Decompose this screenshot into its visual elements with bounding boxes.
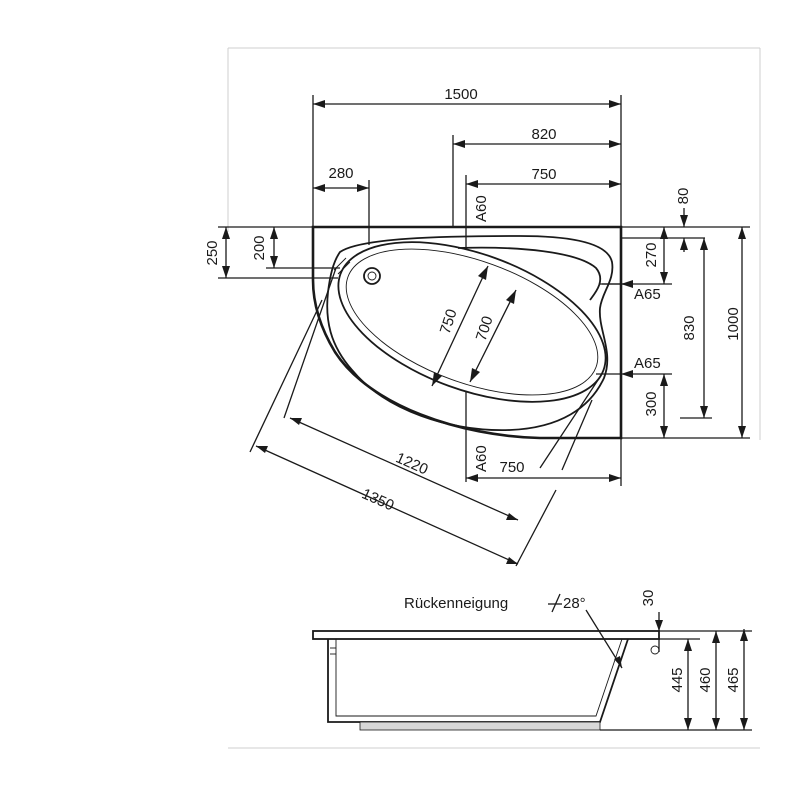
dim-250-label: 250 <box>204 240 221 265</box>
angle-icon <box>548 593 562 613</box>
headrest-contour <box>457 246 602 301</box>
tub-outer-outline <box>311 225 623 440</box>
dim-465-label: 465 <box>725 667 742 692</box>
dim-445: 445 <box>669 639 692 730</box>
dim-1500-label: 1500 <box>444 86 477 103</box>
basin-inner-line <box>345 248 599 396</box>
dim-basin-700-label: 700 <box>473 314 497 343</box>
side-body-inner <box>335 638 623 717</box>
dim-750-bottom-label: 750 <box>499 459 524 476</box>
dim-80: 80 <box>621 188 750 252</box>
dim-200-label: 200 <box>251 235 268 260</box>
basin-outline <box>337 241 607 403</box>
dim-30-label: 30 <box>640 590 657 607</box>
drain-inner <box>367 271 377 281</box>
dim-basin-750: 750 <box>431 265 489 387</box>
dim-basin-750-label: 750 <box>437 307 461 336</box>
drain-icon <box>363 267 381 285</box>
tub-inner-rim <box>326 235 614 431</box>
side-rim <box>312 630 660 640</box>
marker-a60-top-label: A60 <box>473 195 490 222</box>
dim-1220-label: 1220 <box>393 449 430 478</box>
marker-a60-bottom-label: A60 <box>473 445 490 472</box>
marker-a65-bottom: A65 <box>621 355 661 378</box>
dim-280-label: 280 <box>328 165 353 182</box>
dim-1000-label: 1000 <box>725 307 742 340</box>
dim-465: 465 <box>725 629 748 730</box>
marker-a60-top: A60 <box>473 195 490 222</box>
dim-1000: 1000 <box>621 227 750 439</box>
dim-200: 200 <box>251 227 340 269</box>
sheet-frame <box>227 47 761 749</box>
dim-300-label: 300 <box>643 391 660 416</box>
dim-30: 30 <box>640 590 663 652</box>
plan-view: 1500 820 750 A60 280 <box>204 86 750 567</box>
dim-270: 270 <box>602 227 672 285</box>
dim-750-top: 750 <box>465 166 621 248</box>
dim-750-bottom: 750 <box>465 392 622 486</box>
dim-1350-label: 1350 <box>359 485 396 514</box>
back-slope-label: Rückenneigung <box>404 595 508 612</box>
dim-overall-width: 1500 <box>312 86 622 227</box>
dim-80-label: 80 <box>675 188 692 205</box>
dim-1350: 1350 <box>249 299 593 567</box>
dim-basin-700: 700 <box>469 289 517 383</box>
marker-a65-bottom-label: A65 <box>634 355 661 372</box>
dim-820-label: 820 <box>531 126 556 143</box>
dim-460: 460 <box>697 631 720 730</box>
marker-a60-bottom: A60 <box>473 445 490 472</box>
dim-830: 830 <box>680 238 712 419</box>
dim-280: 280 <box>313 165 370 245</box>
marker-a65-top-label: A65 <box>634 286 661 303</box>
marker-a65-top: A65 <box>600 280 661 303</box>
side-base <box>359 721 601 731</box>
side-body <box>327 638 629 723</box>
dim-445-label: 445 <box>669 667 686 692</box>
dim-820: 820 <box>452 126 621 227</box>
back-slope-angle: 28° <box>563 595 586 612</box>
dim-250: 250 <box>204 226 338 279</box>
dim-460-label: 460 <box>697 667 714 692</box>
dim-270-label: 270 <box>643 242 660 267</box>
dim-830-label: 830 <box>681 315 698 340</box>
side-view: Rückenneigung 28° 30 445 460 <box>312 590 752 731</box>
dim-750-top-label: 750 <box>531 166 556 183</box>
dim-300: 300 <box>596 373 672 438</box>
